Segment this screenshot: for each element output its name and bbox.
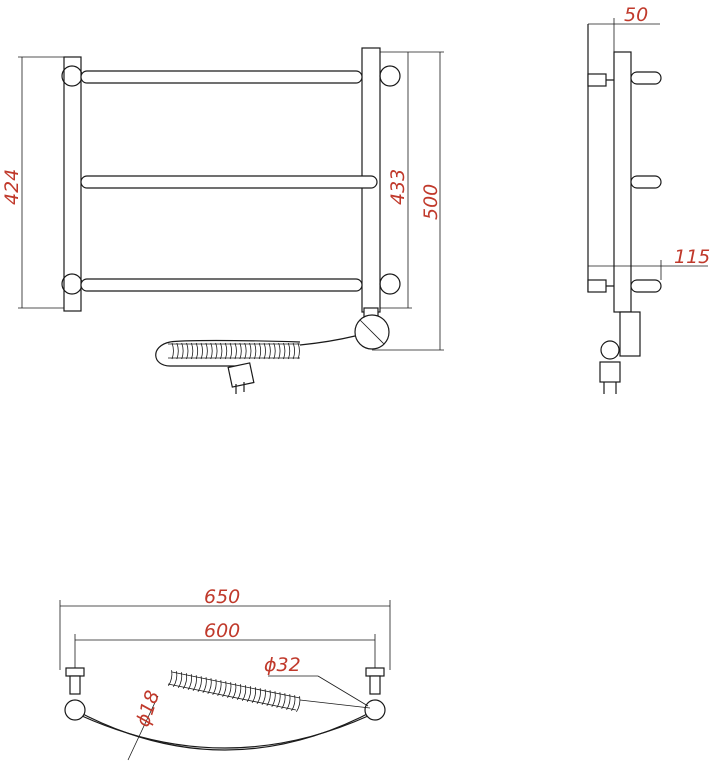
dimension-650: 650	[59, 586, 391, 670]
dimension-phi32: ϕ32	[264, 654, 369, 707]
side-cord-loop	[600, 340, 620, 360]
top-bracket-left	[69, 675, 81, 695]
top-upright-right	[364, 699, 386, 721]
side-rail-middle	[630, 175, 662, 189]
top-view: 650 600 ϕ32	[59, 586, 391, 761]
side-bracket-top	[587, 73, 607, 87]
side-heater-body	[619, 311, 641, 357]
dimension-phi18: ϕ18	[127, 688, 164, 761]
dimension-600: 600	[74, 620, 376, 672]
side-rail-top	[630, 71, 662, 85]
side-upright	[613, 51, 632, 313]
front-view: 424 433 500	[1, 47, 444, 394]
rail-middle	[80, 175, 378, 189]
top-bracket-right	[369, 675, 381, 695]
top-coiled-cord	[167, 670, 371, 713]
dim-text-phi18: ϕ18	[132, 688, 164, 730]
dimension-500: 500	[372, 51, 444, 351]
top-fixing-right	[365, 667, 385, 677]
dim-text-115: 115	[674, 246, 710, 268]
left-upright	[63, 56, 82, 312]
coiled-cord	[155, 339, 301, 367]
dim-text-phi32: ϕ32	[264, 654, 301, 676]
top-fixing-left	[65, 667, 85, 677]
dim-text-500: 500	[420, 184, 442, 220]
dim-text-50: 50	[624, 4, 648, 26]
dimension-50: 50	[588, 4, 660, 52]
power-cable	[299, 335, 356, 346]
dim-text-424: 424	[1, 169, 23, 205]
wall-bracket-right-bottom	[379, 273, 401, 295]
dimension-433: 433	[380, 51, 412, 309]
dim-text-650: 650	[204, 586, 240, 608]
dimension-115: 115	[588, 246, 710, 280]
dim-text-433: 433	[387, 169, 409, 205]
side-view: 50 115	[587, 4, 710, 394]
top-upright-left	[64, 699, 86, 721]
curved-rail-outer	[74, 709, 376, 751]
rail-bottom	[80, 278, 363, 292]
side-bracket-bottom	[587, 279, 607, 293]
dimension-424: 424	[1, 56, 64, 309]
side-rail-bottom	[630, 279, 662, 293]
wall-bracket-right-top	[379, 65, 401, 87]
side-plug	[599, 361, 621, 383]
curved-rail-inner	[81, 715, 369, 749]
rail-top	[80, 70, 363, 84]
power-plug	[227, 362, 255, 394]
dim-text-600: 600	[204, 620, 240, 642]
